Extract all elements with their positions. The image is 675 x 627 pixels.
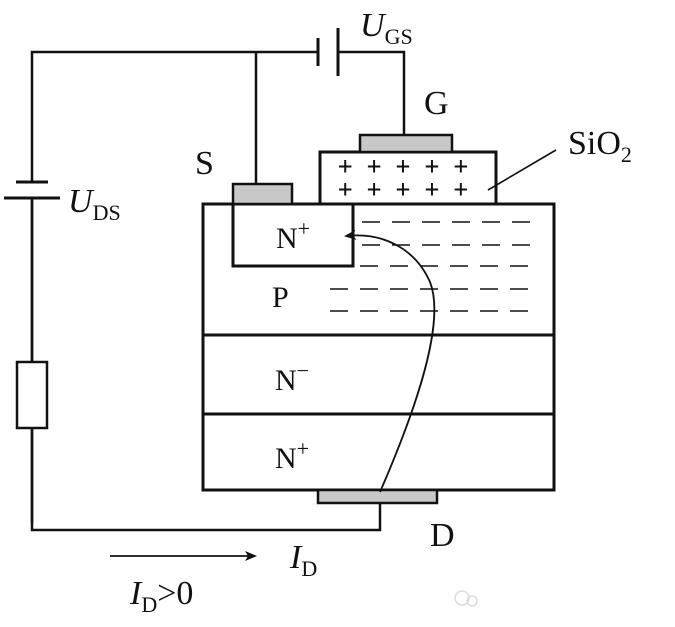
- oxide-leader-line: [487, 149, 557, 191]
- source-electrode: [231, 182, 294, 206]
- ugs-label: UGS: [360, 7, 413, 49]
- source-label: S: [195, 145, 214, 182]
- uds-battery: [4, 180, 60, 200]
- gate-oxide: [318, 150, 498, 206]
- id-condition-label: ID>0: [129, 575, 193, 617]
- drain-label: D: [430, 517, 455, 554]
- watermark-icon: [454, 590, 478, 607]
- n-plus-drain-region-box: [201, 412, 556, 492]
- n-minus-label: N−: [275, 358, 309, 397]
- gate-electrode: [358, 133, 454, 154]
- p-region-label: P: [272, 281, 289, 314]
- inversion-charges: [330, 221, 530, 312]
- electron-path-arrow: [344, 229, 436, 493]
- oxide-charges-row-1: + + + + +: [338, 152, 468, 180]
- ugs-battery: [316, 28, 340, 76]
- oxide-label: SiO2: [568, 125, 632, 167]
- gate-label: G: [424, 85, 449, 122]
- n-minus-region-box: [201, 333, 556, 416]
- id-label: ID: [289, 539, 317, 581]
- oxide-charges-row-2: + + + + +: [338, 175, 468, 203]
- drain-electrode: [316, 488, 439, 505]
- load-resistor: [15, 360, 49, 430]
- uds-label: UDS: [68, 183, 121, 225]
- n-plus-source-label: N+: [276, 216, 310, 255]
- n-plus-drain-label: N+: [275, 436, 309, 475]
